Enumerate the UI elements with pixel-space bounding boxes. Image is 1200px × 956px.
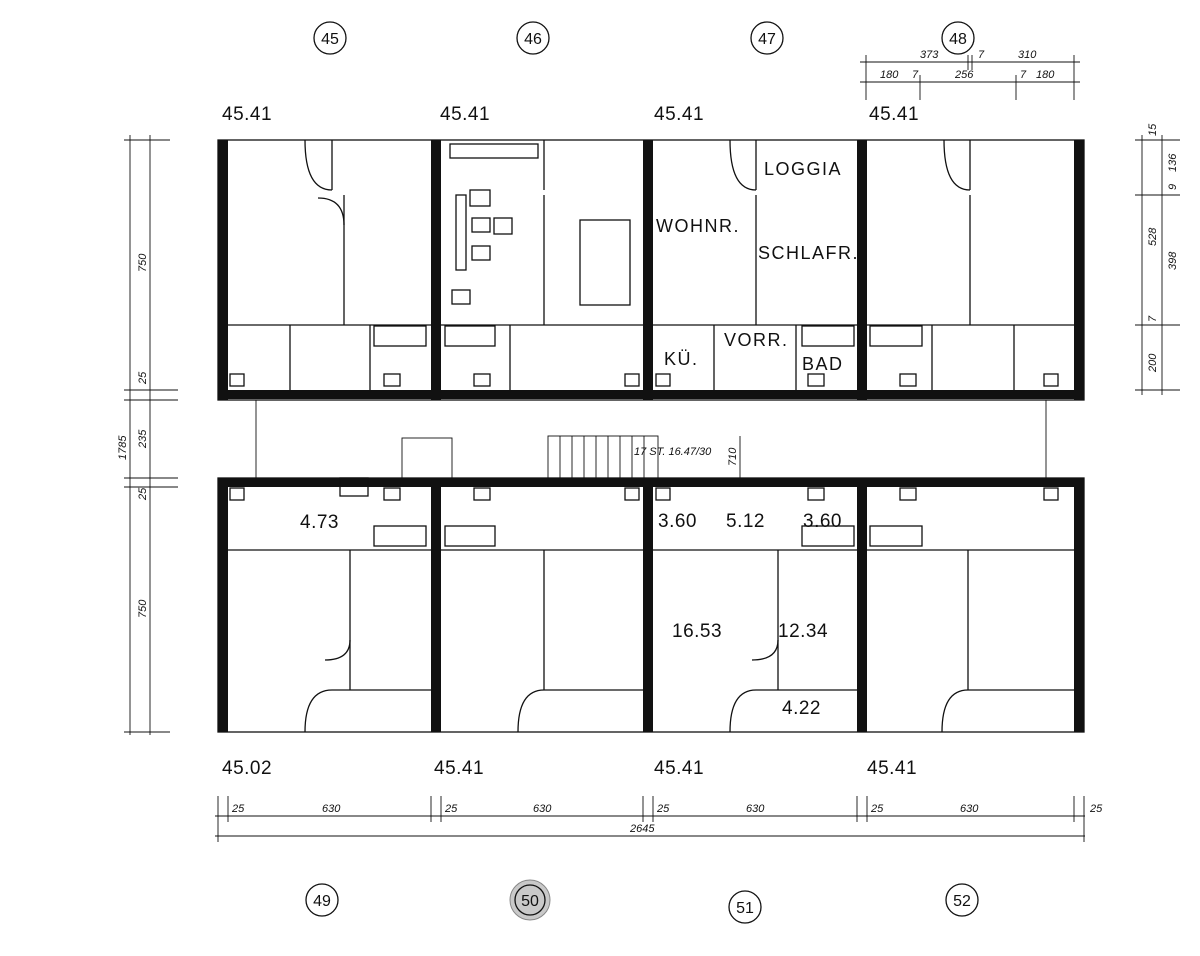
unit-number-48: 48 [949, 31, 967, 48]
dim-bottom-630-c: 630 [746, 803, 765, 815]
unit-area-49: 45.02 [222, 758, 272, 779]
dim-left-750-b: 750 [137, 599, 149, 618]
dim-left-25-a: 25 [137, 371, 149, 385]
room-area-360-b: 3.60 [803, 511, 842, 532]
room-label-bad: BAD [802, 354, 844, 374]
dim-right-9: 9 [1167, 184, 1179, 190]
room-label-schlafraum: SCHLAFR. [758, 243, 859, 263]
unit-area-50: 45.41 [434, 758, 484, 779]
room-label-loggia: LOGGIA [764, 159, 842, 179]
dim-left-750-a: 750 [137, 253, 149, 272]
dimension-chain-top: 373 7 310 180 7 256 7 180 [860, 49, 1080, 100]
unit-number-49: 49 [313, 893, 331, 910]
dim-right-528: 528 [1147, 227, 1159, 246]
unit-50-highlight [509, 879, 551, 921]
unit-number-47: 47 [758, 31, 776, 48]
unit-markers-bottom: 49 50 51 52 [305, 879, 979, 924]
unit-number-45: 45 [321, 31, 339, 48]
dim-180-a: 180 [880, 69, 899, 81]
room-label-kueche: KÜ. [664, 349, 699, 369]
dim-bottom-25-d: 25 [870, 803, 884, 815]
room-label-wohnraum: WOHNR. [656, 216, 740, 236]
unit-number-52: 52 [953, 893, 971, 910]
dim-right-398: 398 [1167, 251, 1179, 270]
unit-markers-top: 45 46 47 48 [313, 21, 975, 55]
dim-310: 310 [1018, 49, 1037, 61]
dimension-chain-bottom: 25 630 25 630 25 630 25 630 25 2645 [215, 796, 1103, 842]
corridor [255, 400, 1047, 479]
unit-area-51: 45.41 [654, 758, 704, 779]
unit-number-51: 51 [736, 900, 754, 917]
unit-area-45: 45.41 [222, 104, 272, 125]
stair-dimension: 710 [727, 447, 739, 466]
dim-bottom-630-d: 630 [960, 803, 979, 815]
unit-area-52: 45.41 [867, 758, 917, 779]
dim-bottom-25-a: 25 [231, 803, 245, 815]
dim-bottom-630-b: 630 [533, 803, 552, 815]
dim-right-200: 200 [1147, 353, 1159, 373]
dim-7-a: 7 [978, 49, 985, 61]
unit-area-46: 45.41 [440, 104, 490, 125]
dim-right-15: 15 [1147, 123, 1159, 136]
dim-bottom-25-e: 25 [1089, 803, 1103, 815]
room-area-512: 5.12 [726, 511, 765, 532]
room-area-360-a: 3.60 [658, 511, 697, 532]
room-area-1234: 12.34 [778, 621, 828, 642]
room-area-1653: 16.53 [672, 621, 722, 642]
dim-256: 256 [954, 69, 974, 81]
dim-bottom-630-a: 630 [322, 803, 341, 815]
dim-bottom-25-c: 25 [656, 803, 670, 815]
dim-7-c: 7 [1020, 69, 1027, 81]
dim-left-25-b: 25 [137, 487, 149, 501]
dim-left-1785: 1785 [117, 435, 129, 460]
dim-373: 373 [920, 49, 939, 61]
dim-180-b: 180 [1036, 69, 1055, 81]
building-block-top [217, 139, 1085, 401]
dim-bottom-25-b: 25 [444, 803, 458, 815]
unit-area-47: 45.41 [654, 104, 704, 125]
dim-right-7: 7 [1147, 315, 1159, 322]
room-area-473: 4.73 [300, 512, 339, 533]
building-block-bottom [217, 477, 1085, 733]
dim-right-136: 136 [1167, 153, 1179, 172]
unit-area-48: 45.41 [869, 104, 919, 125]
dim-total: 2645 [629, 823, 655, 835]
stair-note: 17 ST. 16.47/30 [634, 446, 712, 458]
dimension-chain-right: 15 9 136 528 398 7 200 [1135, 123, 1180, 395]
dim-left-235: 235 [137, 429, 149, 449]
dimension-chain-left: 750 25 1785 235 25 750 [117, 135, 178, 735]
room-area-422: 4.22 [782, 698, 821, 719]
dim-7-b: 7 [912, 69, 919, 81]
room-label-vorraum: VORR. [724, 330, 789, 350]
unit-number-46: 46 [524, 31, 542, 48]
unit-number-50: 50 [521, 893, 539, 910]
